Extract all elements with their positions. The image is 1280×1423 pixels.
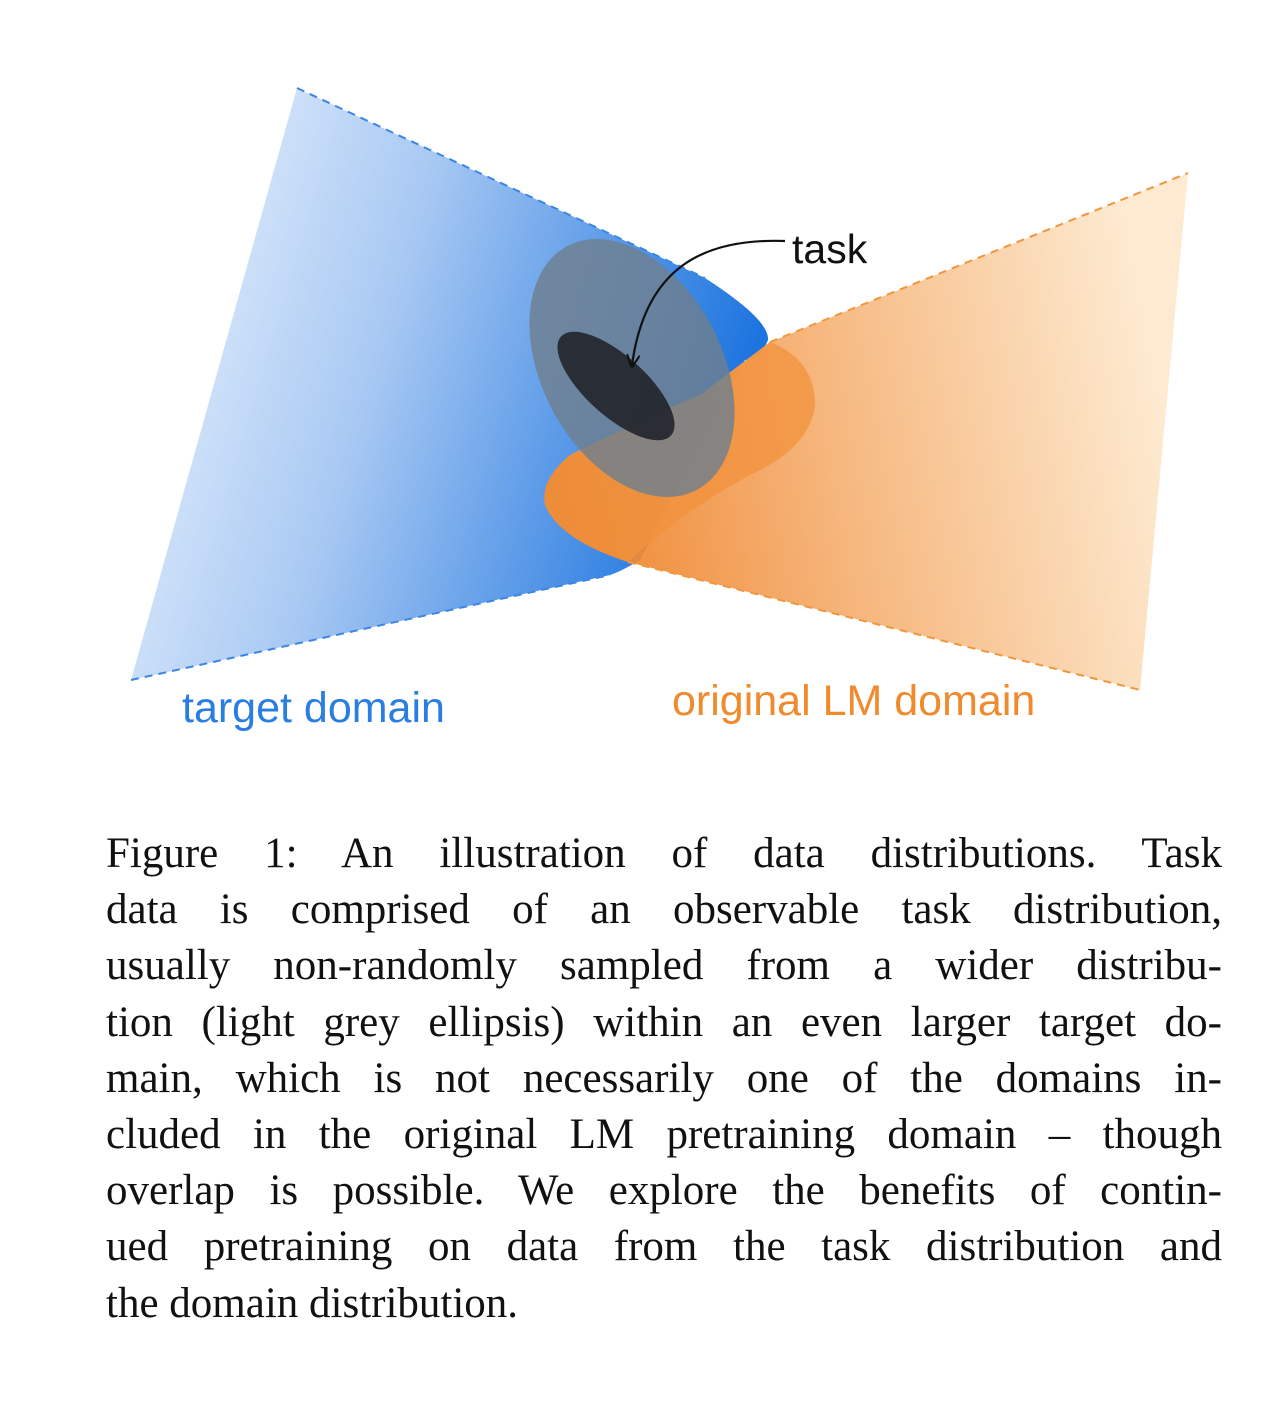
caption-line: tion (light grey ellipsis) within an eve… [106, 998, 1222, 1046]
task-label: task [792, 226, 868, 272]
caption-line: main, which is not necessarily one of th… [106, 1054, 1222, 1102]
original-domain-bottom-edge [627, 561, 1141, 691]
caption-line: overlap is possible. We explore the bene… [106, 1167, 1222, 1215]
target-domain-label: target domain [182, 684, 445, 732]
caption-line: usually non-randomly sampled from a wide… [106, 942, 1222, 990]
original-domain-label: original LM domain [672, 677, 1035, 725]
caption-line: Figure 1: An illustration of data distri… [106, 830, 1222, 877]
caption-line: the domain distribution. [106, 1279, 519, 1327]
target-domain-top-edge [296, 87, 706, 279]
target-domain-bottom-edge [130, 574, 611, 681]
observable-task-distribution-ellipse [557, 331, 675, 441]
figure-caption: Figure 1: An illustration of data distri… [106, 826, 1222, 1332]
task-arrow [632, 239, 786, 365]
data-distribution-figure: task target domain original LM domain [130, 87, 1189, 732]
original-domain-top-edge [769, 172, 1189, 343]
caption-line: cluded in the original LM pretraining do… [106, 1111, 1222, 1159]
caption-line: data is comprised of an observable task … [106, 886, 1222, 934]
caption-line: ued pretraining on data from the task di… [106, 1223, 1222, 1271]
original-domain-region [544, 173, 1188, 690]
